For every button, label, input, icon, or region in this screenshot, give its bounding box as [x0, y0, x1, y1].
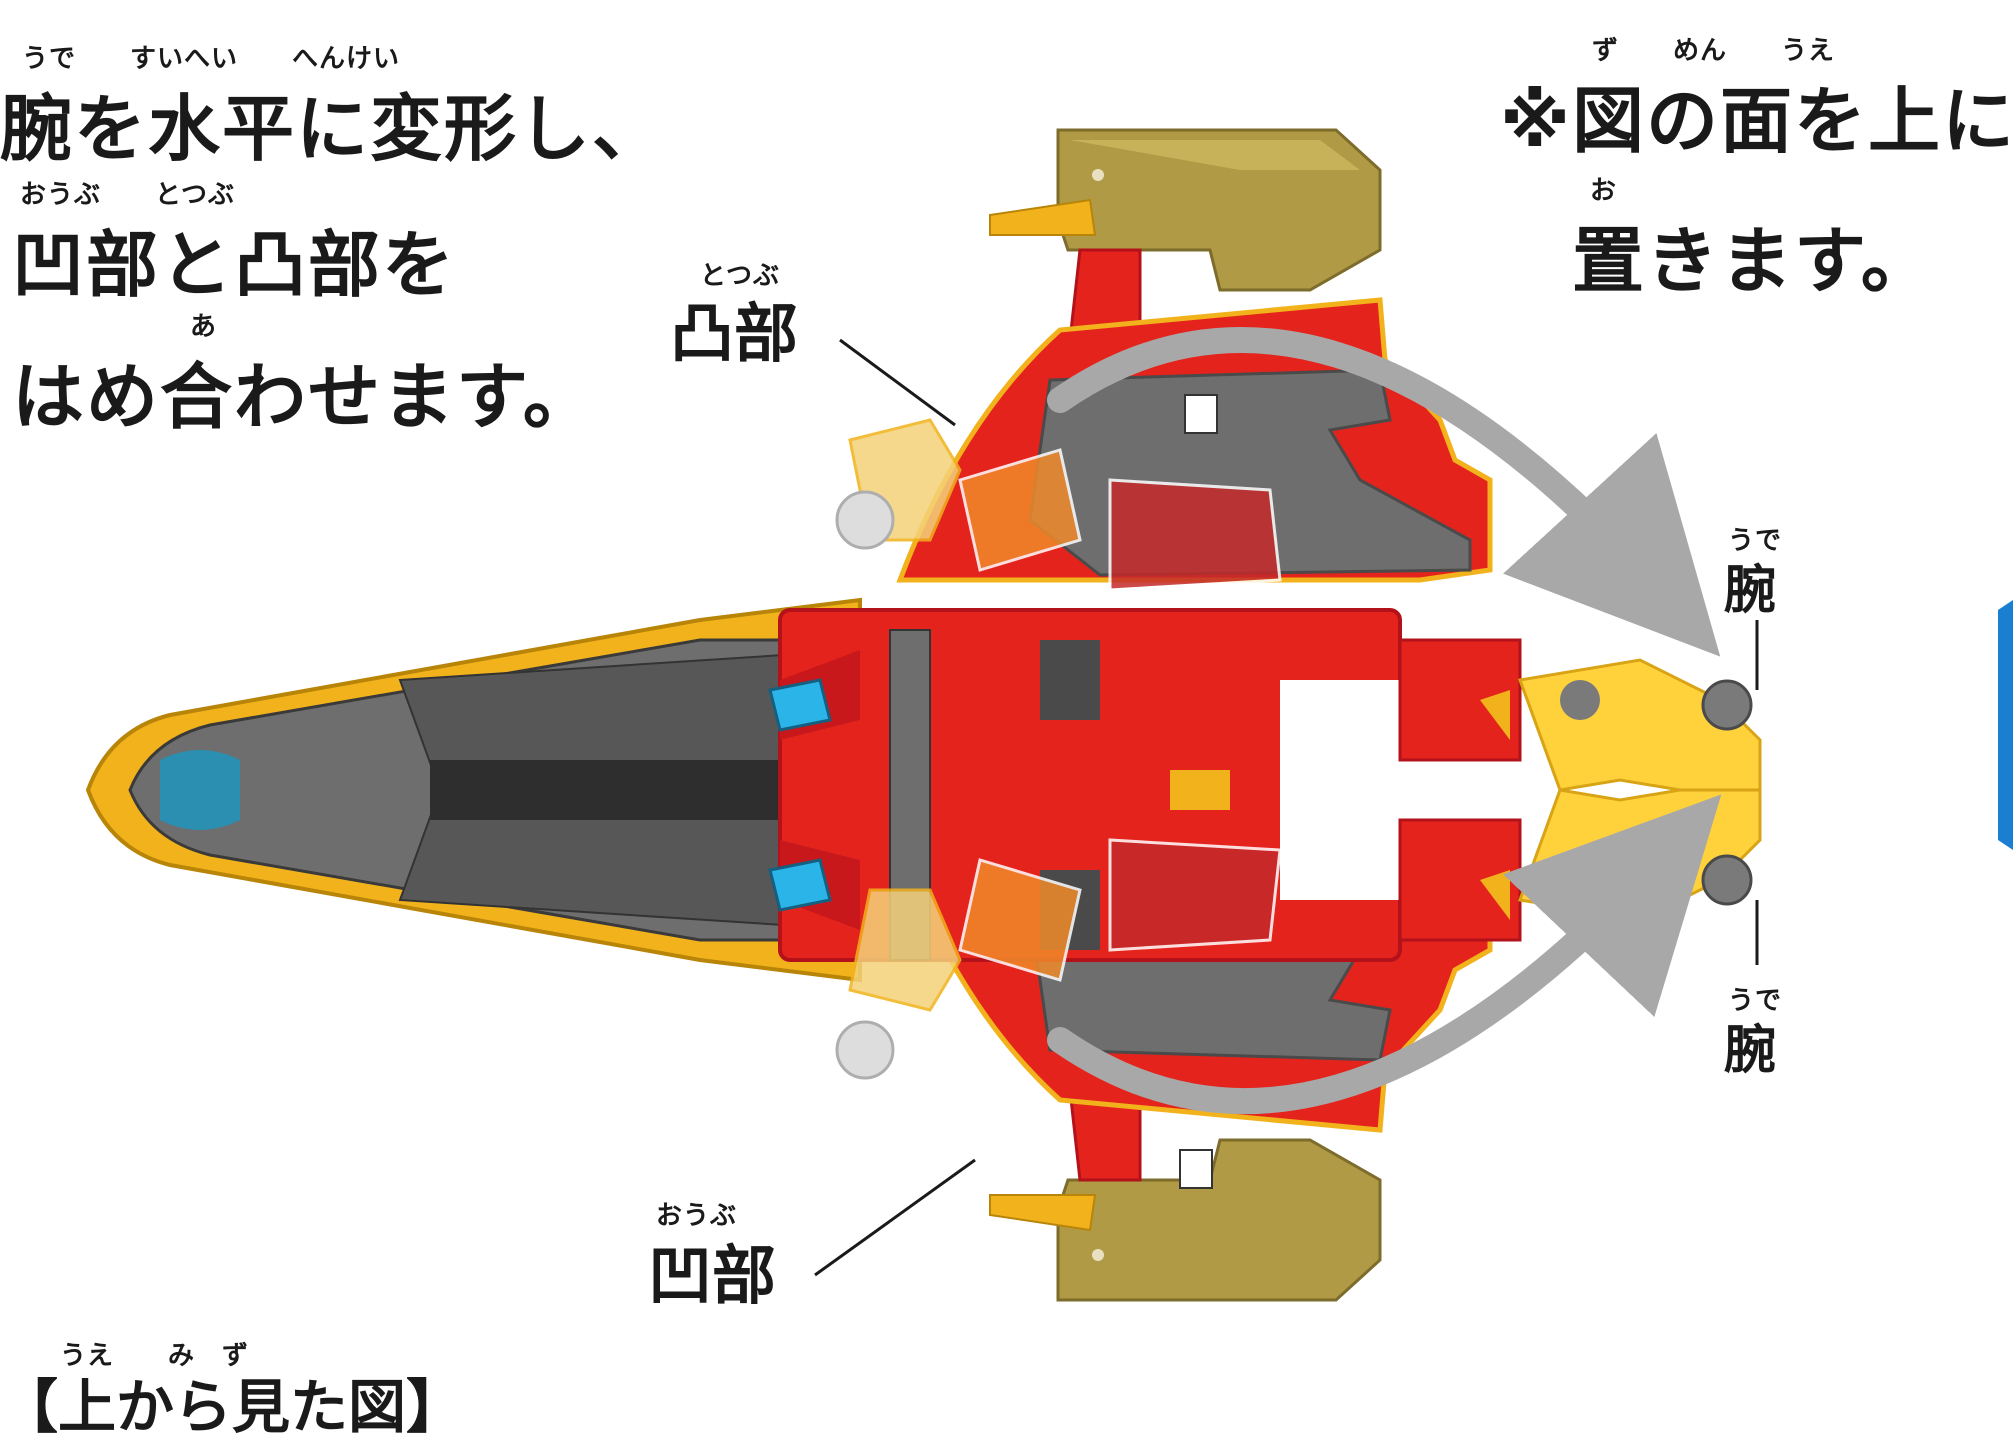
note-line2: 置きます。: [1572, 219, 1935, 303]
instruction-line1-ruby: うで すいへい へんけい: [22, 44, 401, 74]
translucent-shoulder-top: [835, 418, 1282, 592]
rotation-arrow-upper: [1047, 327, 1721, 657]
instruction-line2: 凹部と凸部を: [12, 223, 457, 307]
rotation-arrow-lower: [1047, 794, 1722, 1114]
convex-label-ruby: とつぶ: [700, 261, 780, 291]
arm-label-upper: 腕: [1724, 561, 1777, 621]
nose-cone: [85, 597, 862, 983]
instruction-line3: はめ合わせます。: [12, 355, 597, 439]
arm-label-lower: 腕: [1724, 1021, 1777, 1081]
next-step-marker: [1998, 600, 2013, 850]
convex-label: 凸部: [670, 298, 798, 372]
arm-label-upper-ruby: うで: [1728, 526, 1783, 556]
note-line2-ruby: お: [1590, 176, 1618, 206]
concave-label-ruby: おうぶ: [656, 1201, 738, 1231]
view-caption-ruby: うえ み ず: [60, 1341, 250, 1371]
instruction-line1: 腕を水平に変形し、: [0, 87, 667, 171]
upper-eye: [768, 678, 832, 732]
view-caption: 【上から見た図】: [0, 1373, 465, 1441]
arm-label-lower-ruby: うで: [1728, 986, 1783, 1016]
lower-eye: [768, 858, 832, 912]
note-line1: ※図の面を上に: [1500, 79, 2013, 163]
instruction-line3-ruby: あ: [190, 312, 218, 342]
note-line1-ruby: ず めん うえ: [1592, 36, 1836, 66]
legs: [1398, 638, 1522, 942]
callout-line-concave: [814, 1158, 976, 1277]
translucent-shoulder-bottom: [835, 838, 1282, 1080]
instruction-line2-ruby: おうぶ とつぶ: [20, 180, 235, 210]
top-wing: [989, 128, 1382, 292]
callout-line-convex: [839, 338, 956, 427]
concave-label: 凹部: [648, 1240, 776, 1314]
